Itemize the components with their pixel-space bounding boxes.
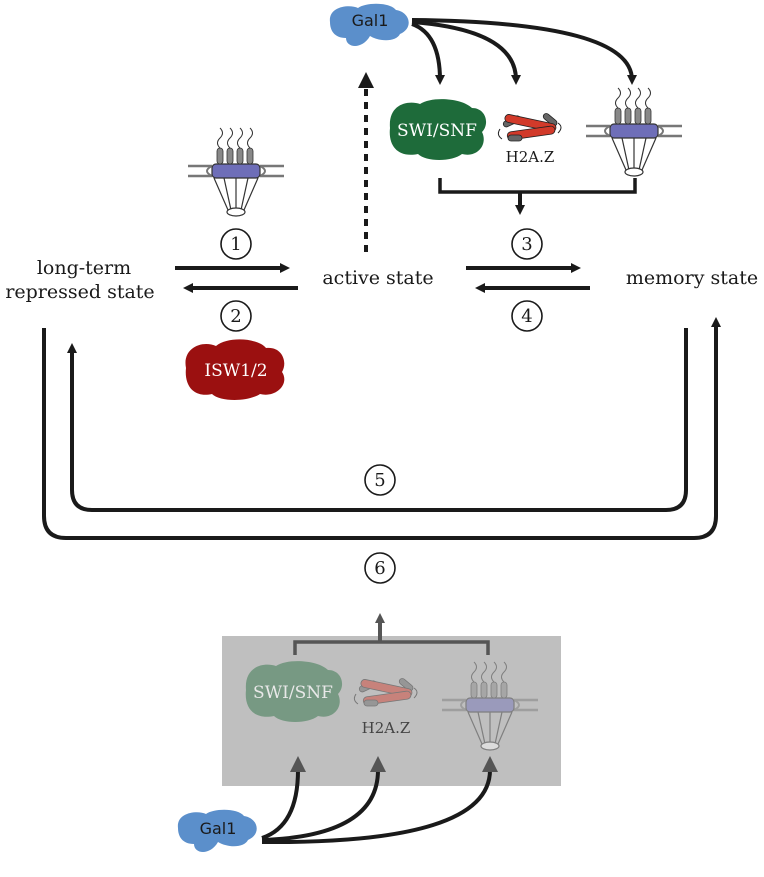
swi-snf-top-blob: SWI/SNF xyxy=(389,99,487,160)
isw-blob: ISW1/2 xyxy=(185,339,285,400)
step-2-marker: 2 xyxy=(220,300,252,332)
arrow-step6 xyxy=(42,317,721,540)
step-1-number: 1 xyxy=(230,234,241,255)
memory-state-label: memory state xyxy=(626,267,758,289)
bottom-gal1-to-h2az-arrow xyxy=(261,756,386,842)
repressed-state-label-line1: long-term xyxy=(37,257,131,279)
nucleosome-left-icon xyxy=(186,126,286,218)
h2az-bottom-label: H2A.Z xyxy=(362,719,411,737)
step-4-number: 4 xyxy=(521,306,532,327)
gal1-bottom-label: Gal1 xyxy=(200,819,237,838)
gal1-top-blob: Gal1 xyxy=(329,3,409,47)
step-3-marker: 3 xyxy=(511,228,543,260)
h2az-top-label: H2A.Z xyxy=(506,148,555,166)
gal1-bottom-blob: Gal1 xyxy=(177,809,257,852)
bottom-gal1-to-swisnf-arrow xyxy=(261,756,306,840)
gal1-to-swisnf-arrow xyxy=(411,22,445,85)
bottom-gal1-to-nucleosome-arrow xyxy=(261,756,498,845)
step-1-marker: 1 xyxy=(220,228,252,260)
swi-snf-top-label: SWI/SNF xyxy=(397,121,477,141)
nucleosome-top-icon xyxy=(584,86,684,178)
h2az-top-icon: H2A.Z xyxy=(497,111,562,166)
step-6-number: 6 xyxy=(374,558,385,579)
step-6-marker: 6 xyxy=(364,552,396,584)
repressed-state-label-line2: repressed state xyxy=(5,281,154,303)
arrow-step5 xyxy=(67,328,688,512)
swi-snf-bottom-blob xyxy=(245,661,343,722)
step-3-number: 3 xyxy=(521,234,532,255)
gal1-top-label: Gal1 xyxy=(352,11,389,30)
isw-label: ISW1/2 xyxy=(204,361,267,381)
bracket-top xyxy=(438,178,637,215)
step-5-number: 5 xyxy=(374,470,385,491)
step-2-number: 2 xyxy=(230,306,241,327)
gal1-to-h2az-arrow xyxy=(411,20,521,85)
step-4-marker: 4 xyxy=(511,300,543,332)
step-5-marker: 5 xyxy=(364,464,396,496)
active-to-gal1-dotted-arrow xyxy=(358,72,374,252)
gal1-to-nucleosome-arrow xyxy=(411,18,637,85)
active-state-label: active state xyxy=(322,267,433,289)
swi-snf-bottom-label: SWI/SNF xyxy=(253,683,333,703)
